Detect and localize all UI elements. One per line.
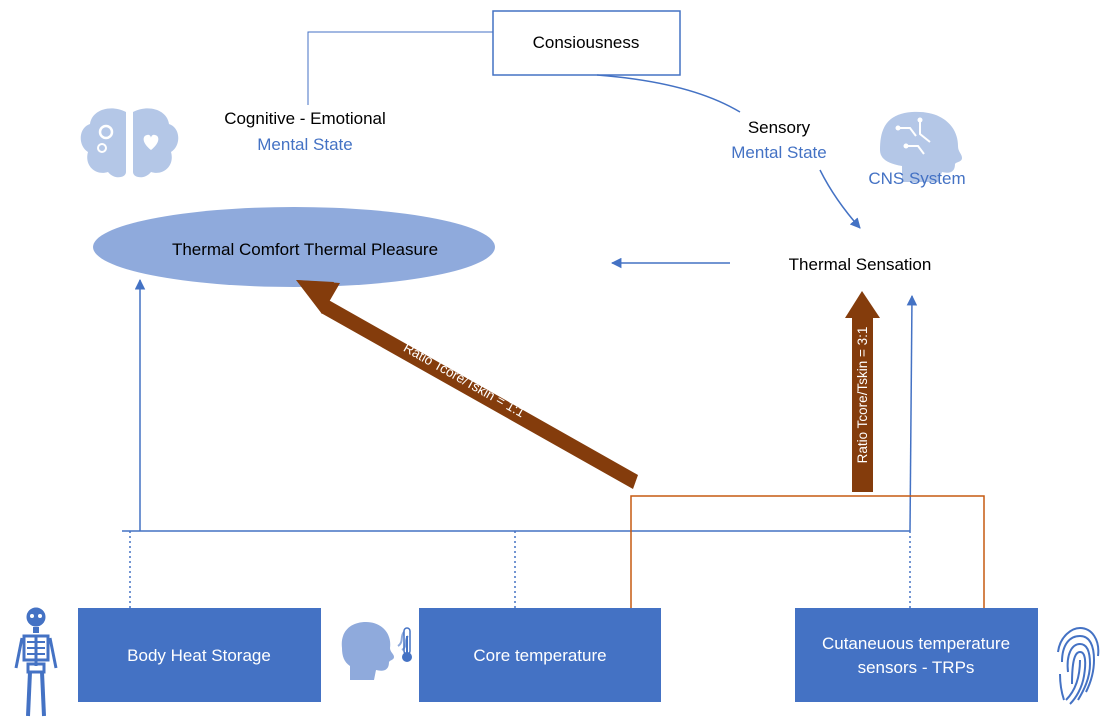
cognitive-title: Cognitive - Emotional — [224, 109, 386, 128]
core-temperature-box — [419, 608, 661, 702]
orange-core-skin-connector — [630, 495, 985, 608]
thermal-sensation-label: Thermal Sensation — [789, 255, 932, 274]
ratio-3-1-label: Ratio Tcore/Tskin = 3:1 — [855, 327, 870, 464]
ratio-1-1-label: Ratio Tcore/Tskin = 1:1 — [401, 340, 527, 420]
consciousness-box — [492, 10, 681, 76]
head-circuit-icon — [880, 111, 962, 182]
cutaneous-sensors-box — [795, 608, 1038, 702]
cutaneous-label-line1: Cutaneuous temperature — [822, 634, 1010, 653]
sensory-subtitle: Mental State — [731, 143, 826, 162]
baseline-to-sensation-arrow — [906, 294, 918, 532]
body-heat-storage-label: Body Heat Storage — [127, 646, 271, 665]
sensory-title: Sensory — [748, 118, 811, 137]
cutaneous-label-line2: sensors - TRPs — [858, 658, 975, 677]
skeleton-icon — [14, 607, 58, 717]
core-temperature-label: Core temperature — [473, 646, 606, 665]
thermal-comfort-label: Thermal Comfort Thermal Pleasure — [172, 240, 438, 259]
cognitive-subtitle: Mental State — [257, 135, 352, 154]
ratio-3-1-arrow: Ratio Tcore/Tskin = 3:1 — [845, 291, 880, 492]
consciousness-label: Consiousness — [533, 33, 640, 52]
consciousness-cognitive-connector — [307, 31, 493, 105]
cns-label: CNS System — [868, 169, 965, 188]
thermal-comfort-ellipse — [93, 207, 495, 287]
brain-gears-heart-icon — [80, 108, 179, 178]
head-thermometer-icon — [341, 622, 412, 680]
sensory-to-sensation-arrow — [819, 169, 861, 229]
consciousness-sensory-connector — [596, 74, 741, 113]
body-heat-storage-box — [78, 608, 321, 702]
ratio-1-1-arrow: Ratio Tcore/Tskin = 1:1 — [296, 280, 638, 489]
fingerprint-icon — [1057, 626, 1100, 705]
